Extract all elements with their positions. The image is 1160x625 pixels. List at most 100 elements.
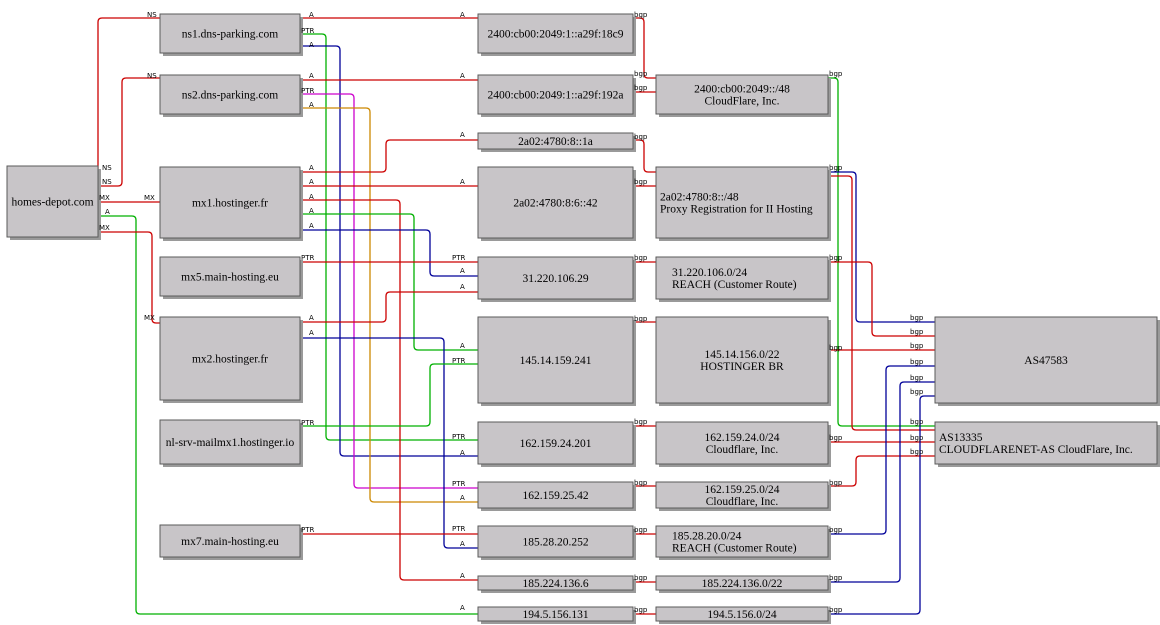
node-ip-31[interactable]: 31.220.106.29 [477, 256, 636, 302]
node-pfx-194[interactable]: 194.5.156.0/24 [655, 606, 831, 624]
node-label: 162.159.24.0/24 [704, 432, 779, 444]
label-bgp-5: bgp [634, 178, 648, 186]
edge-as-2a02-a [828, 171, 935, 323]
label-bgp-11: bgp [634, 574, 648, 582]
edge-as-194 [828, 395, 935, 615]
nodes-layer: homes-depot.com ns1.dns-parking.com ns2.dn… [6, 13, 1160, 624]
node-label: mx1.hostinger.fr [192, 198, 268, 210]
label-bgp-10: bgp [634, 526, 648, 534]
node-label: homes-depot.com [11, 197, 93, 209]
label-ptr-10: PTR [452, 525, 465, 533]
node-label: 145.14.156.0/22 [704, 349, 779, 361]
label-a-13: A [309, 207, 314, 215]
label-ptr-2: PTR [301, 87, 314, 95]
label-bgp-4: bgp [634, 133, 648, 141]
node-label: 185.28.20.252 [522, 537, 588, 549]
node-ns2[interactable]: ns2.dns-parking.com [159, 74, 303, 117]
node-ip-185-224[interactable]: 185.224.136.6 [477, 575, 636, 593]
node-label: 2a02:4780:8::/48 [660, 192, 739, 204]
label-bgp-25: bgp [910, 358, 924, 366]
label-bgp-26: bgp [910, 374, 924, 382]
node-ip-a29f18c9[interactable]: 2400:cb00:2049:1::a29f:18c9 [477, 13, 636, 56]
node-ns1[interactable]: ns1.dns-parking.com [159, 13, 303, 56]
node-ip-2a02-1a[interactable]: 2a02:4780:8::1a [477, 132, 636, 152]
node-label: 185.224.136.6 [522, 578, 588, 590]
label-mx-3: MX [99, 224, 110, 232]
node-label: AS13335 [939, 432, 983, 444]
label-bgp-12: bgp [634, 606, 648, 614]
label-bgp-22: bgp [910, 314, 924, 322]
node-label: 185.28.20.0/24 [672, 531, 742, 543]
edge-as-162-25 [828, 455, 935, 487]
label-a-4: A [309, 41, 314, 49]
label-a-14: A [309, 222, 314, 230]
node-ip-162-24[interactable]: 162.159.24.201 [477, 421, 636, 467]
node-label: HOSTINGER BR [700, 361, 784, 373]
label-bgp-16: bgp [829, 344, 843, 352]
node-label: 31.220.106.29 [522, 273, 588, 285]
label-bgp-2: bgp [634, 70, 648, 78]
label-bgp-27: bgp [910, 388, 924, 396]
label-a-10: A [309, 178, 314, 186]
node-mx5[interactable]: mx5.main-hosting.eu [159, 256, 303, 299]
label-a-7: A [309, 101, 314, 109]
node-label: 162.159.25.0/24 [704, 484, 779, 496]
node-label: ns1.dns-parking.com [182, 29, 279, 41]
node-label: Proxy Registration for II Hosting [660, 204, 813, 216]
node-mx1[interactable]: mx1.hostinger.fr [159, 166, 303, 241]
node-label: 145.14.159.241 [520, 355, 592, 367]
node-ip-185-28[interactable]: 185.28.20.252 [477, 525, 636, 560]
label-a-15: A [460, 267, 465, 275]
label-bgp-30: bgp [910, 448, 924, 456]
node-ip-194[interactable]: 194.5.156.131 [477, 606, 636, 624]
edge-ns-ns2 [98, 77, 160, 187]
node-mx7[interactable]: mx7.main-hosting.eu [159, 524, 303, 560]
label-bgp-14: bgp [829, 164, 843, 172]
label-bgp-28: bgp [910, 418, 924, 426]
label-mx-1: MX [99, 194, 110, 202]
label-ptr-6: PTR [301, 419, 314, 427]
node-label: Cloudflare, Inc. [706, 444, 779, 456]
node-domain[interactable]: homes-depot.com [6, 165, 101, 240]
edge-as-2a02-b [828, 175, 935, 431]
node-label: 162.159.24.201 [520, 438, 592, 450]
label-a-22: A [460, 540, 465, 548]
label-a-12: A [309, 193, 314, 201]
node-ip-2a02-42[interactable]: 2a02:4780:8:6::42 [477, 166, 636, 241]
node-nlsrv[interactable]: nl-srv-mailmx1.hostinger.io [159, 419, 303, 467]
edge-as-185-224 [828, 381, 935, 583]
label-ptr-7: PTR [452, 433, 465, 441]
node-as47583[interactable]: AS47583 [934, 316, 1160, 406]
label-a-19: A [460, 342, 465, 350]
label-ptr-1: PTR [301, 27, 314, 35]
node-label: AS47583 [1024, 355, 1068, 367]
label-a-20: A [460, 449, 465, 457]
node-ip-a29f192a[interactable]: 2400:cb00:2049:1::a29f:192a [477, 74, 636, 117]
node-label: 194.5.156.131 [522, 609, 588, 621]
node-mx2[interactable]: mx2.hostinger.fr [159, 316, 303, 403]
label-ptr-5: PTR [452, 357, 465, 365]
node-label: 185.224.136.0/22 [702, 578, 783, 590]
label-ptr-9: PTR [301, 526, 314, 534]
node-ip-145[interactable]: 145.14.159.241 [477, 316, 636, 406]
label-bgp-13: bgp [829, 70, 843, 78]
node-label: 2400:cb00:2049:1::a29f:18c9 [487, 29, 623, 41]
label-bgp-23: bgp [910, 328, 924, 336]
node-pfx-185-224[interactable]: 185.224.136.0/22 [655, 575, 831, 593]
edge-as-cf6 [828, 77, 935, 427]
edge-mx1-a-grn [300, 213, 478, 351]
edge-nlsrv-ptr [300, 363, 478, 427]
label-a-3: A [460, 11, 465, 19]
node-ip-162-25[interactable]: 162.159.25.42 [477, 481, 636, 511]
label-bgp-17: bgp [829, 434, 843, 442]
label-bgp-20: bgp [829, 574, 843, 582]
